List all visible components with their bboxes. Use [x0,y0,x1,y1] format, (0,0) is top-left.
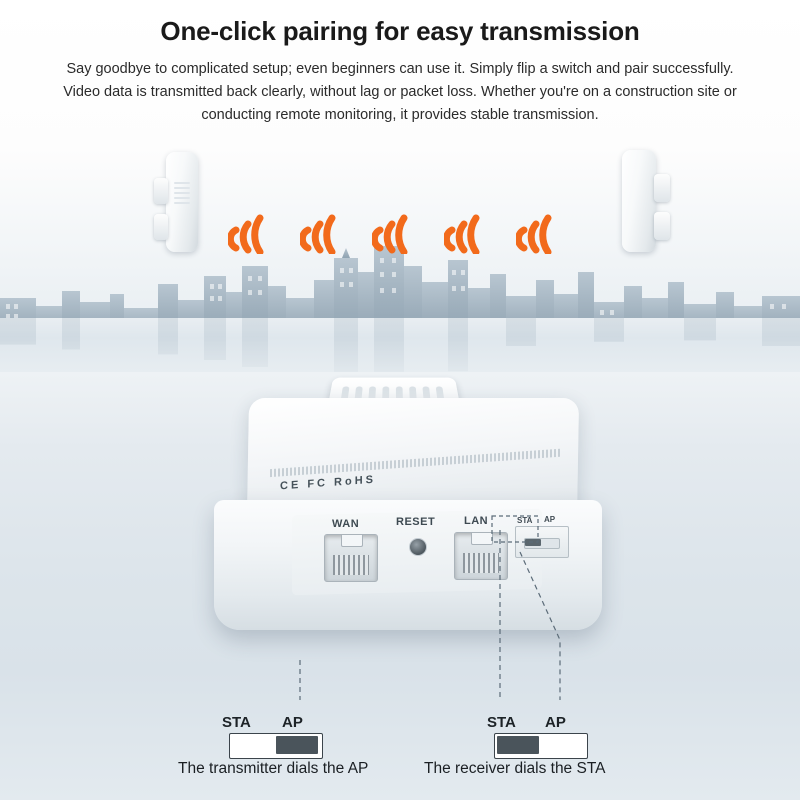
wifi-signal-icon [444,210,486,254]
transmitter-ap-label: AP [282,714,303,731]
wifi-signal-icon [300,210,342,254]
cpe-right-bracket-top [654,174,670,202]
transmitter-sta-label: STA [222,714,251,731]
router-front-face: WAN RESET LAN STA AP [214,500,602,630]
transmitter-caption: The transmitter dials the AP [178,760,369,777]
cpe-unit-right [608,150,678,256]
reset-button[interactable] [409,538,427,556]
receiver-caption: The receiver dials the STA [424,760,606,777]
lan-port[interactable] [454,532,508,580]
skyline-reflection [0,318,800,388]
lan-port-label: LAN [464,515,489,527]
transmitter-switch[interactable] [229,733,323,759]
receiver-switch[interactable] [494,733,588,759]
description-text: Say goodbye to complicated setup; even b… [63,61,737,123]
cpe-right-bracket-bottom [654,212,670,240]
cpe-left-bracket-top [154,178,168,204]
wan-port[interactable] [324,534,378,582]
cpe-left-bracket-bottom [154,214,168,240]
device-switch-sta-label: STA [517,516,533,525]
certification-marks: CE FC RoHS [280,473,376,493]
reset-button-label: RESET [396,516,436,528]
device-mode-switch[interactable] [515,526,569,558]
wifi-signal-icon [228,210,270,254]
page-title: One-click pairing for easy transmission [160,16,640,46]
router-device: CE FC RoHS WAN RESET LAN STA AP [196,370,616,670]
receiver-ap-label: AP [545,714,566,731]
receiver-sta-label: STA [487,714,516,731]
wifi-signal-icon [372,210,414,254]
cpe-unit-left [152,152,218,256]
wan-port-label: WAN [332,518,360,530]
device-switch-ap-label: AP [544,515,556,524]
wifi-signal-icon [516,210,558,254]
cpe-right-body [622,150,656,252]
